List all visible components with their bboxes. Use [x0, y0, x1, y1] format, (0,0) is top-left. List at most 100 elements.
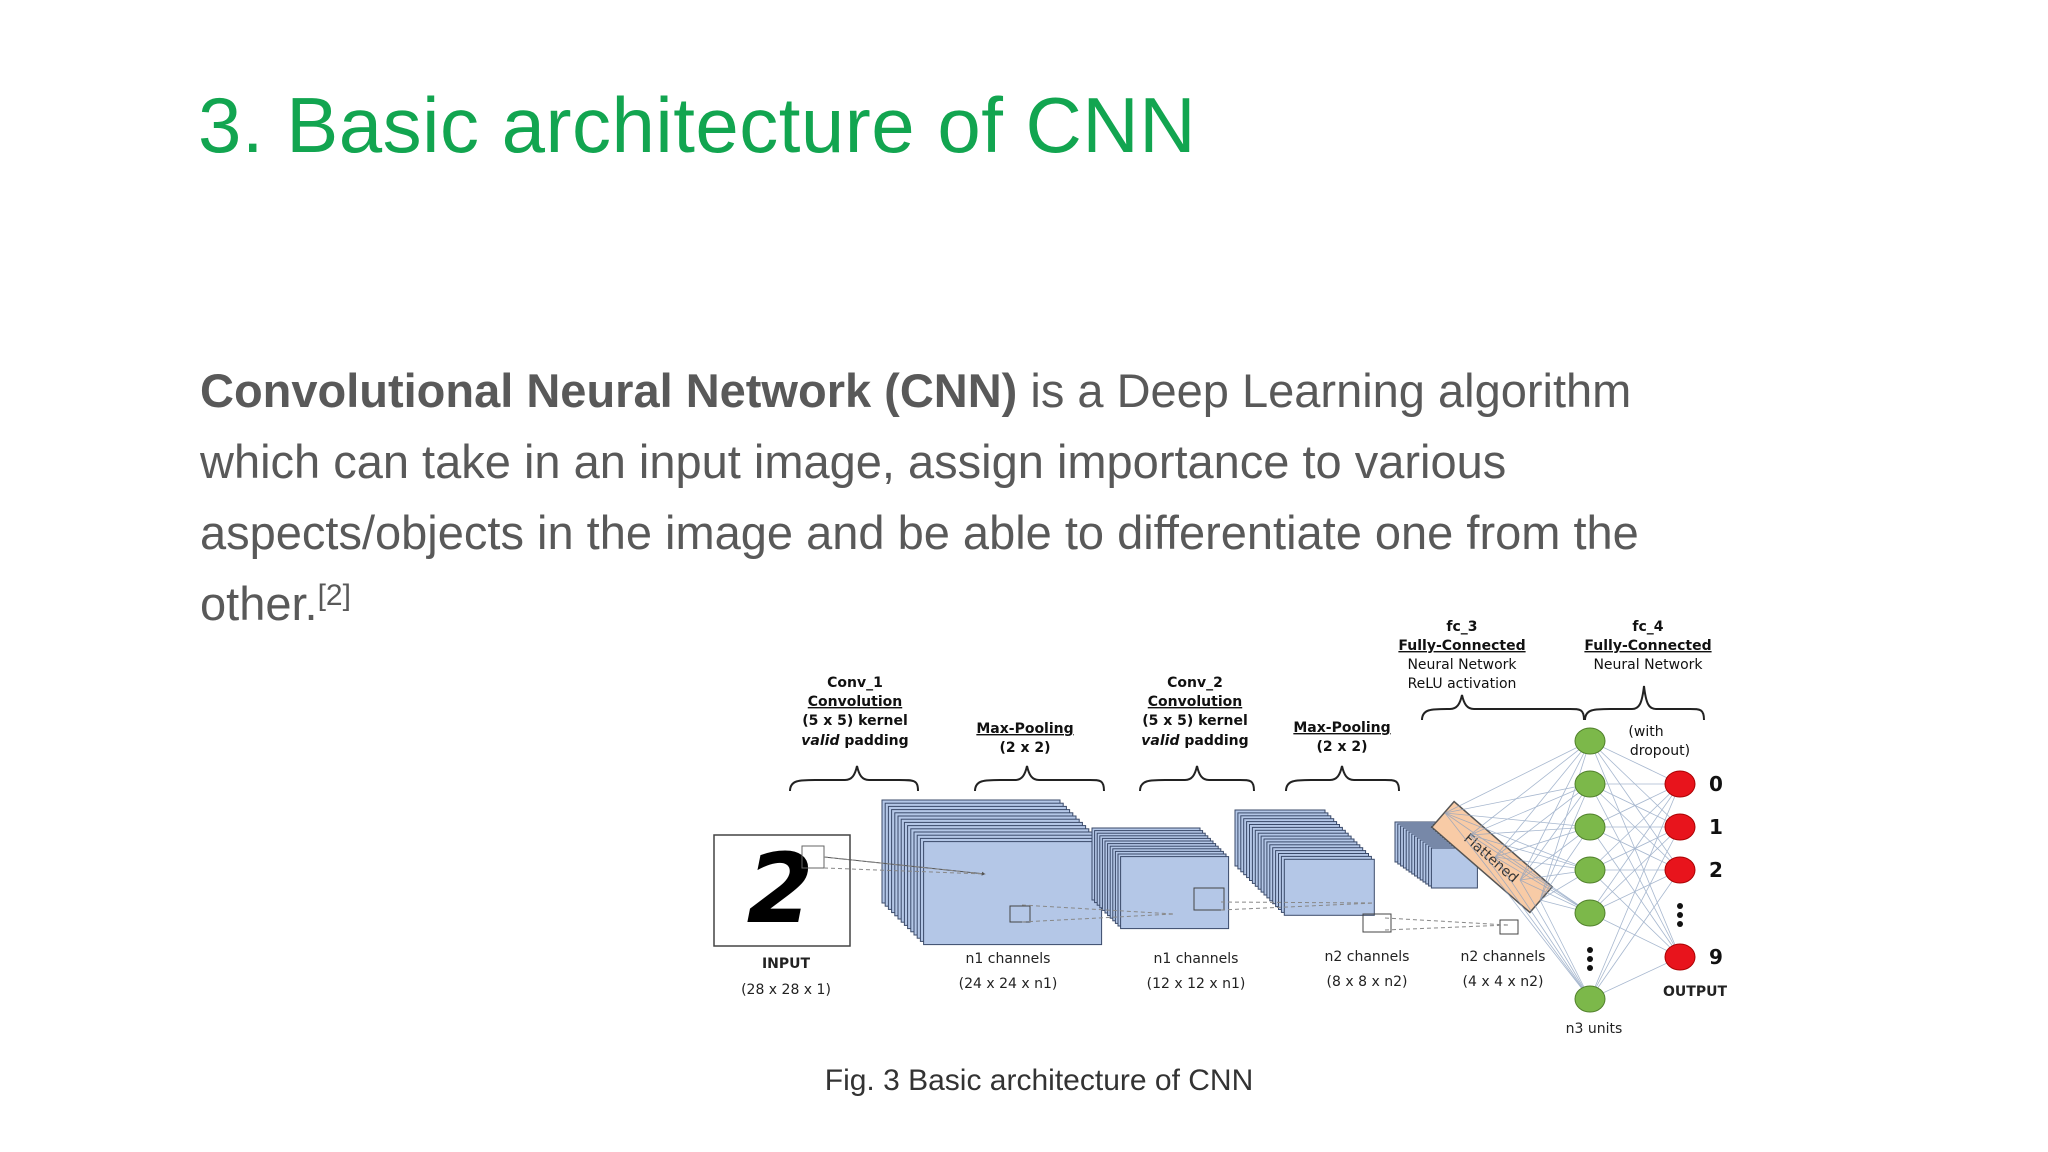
fc3-desc: Neural Network: [1407, 657, 1517, 673]
connection-line: [1589, 783, 1681, 914]
connection-line: [1444, 812, 1591, 828]
brace-pool2: [1285, 765, 1400, 792]
hidden-unit: [1574, 770, 1606, 798]
stage3-channels: n2 channels: [1325, 949, 1410, 965]
conv2-padding: valid padding: [1141, 733, 1248, 749]
connection-line: [1589, 869, 1681, 1000]
stage4-dims: (4 x 4 x n2): [1463, 974, 1544, 990]
connection-line: [1494, 826, 1591, 858]
hidden-units-label: n3 units: [1566, 1021, 1623, 1037]
brace-pool1: [974, 765, 1105, 792]
connection-line: [1444, 812, 1591, 1000]
input-dims: (28 x 28 x 1): [741, 982, 831, 998]
stage4-channels: n2 channels: [1461, 949, 1546, 965]
output-class-label: 1: [1709, 815, 1723, 839]
fc3-activation: ReLU activation: [1408, 676, 1517, 692]
kernel-box: [1362, 913, 1392, 933]
connection-line: [1444, 783, 1591, 814]
dense-connections: [1444, 740, 1681, 1000]
figure-caption: Fig. 3 Basic architecture of CNN: [824, 1064, 1254, 1097]
conv2-label: Conv_2: [1167, 675, 1223, 691]
connection-line: [1539, 783, 1591, 901]
connection-line: [1469, 740, 1591, 836]
paragraph-rest: is a Deep Learning algorithm which can t…: [200, 364, 1639, 630]
brace-conv1: [789, 765, 919, 792]
hidden-unit: [1574, 856, 1606, 884]
connection-line: [1519, 879, 1591, 1000]
hidden-ellipsis: [1587, 947, 1593, 971]
connection-line: [1469, 783, 1591, 836]
output-ellipsis: [1677, 903, 1683, 927]
input-digit: 2: [747, 833, 814, 945]
kernel-box: [1009, 905, 1031, 923]
stage1-channels: n1 channels: [966, 951, 1051, 967]
conv2-kernel: (5 x 5) kernel: [1142, 713, 1248, 729]
output-unit: [1664, 943, 1696, 971]
fc3-label: fc_3: [1446, 619, 1477, 635]
connection-line: [1444, 812, 1591, 914]
conv2-feature-maps: [1234, 809, 1375, 916]
output-label: OUTPUT: [1663, 984, 1727, 1000]
brace-fc4: [1584, 685, 1705, 721]
kernel-box: [1193, 887, 1225, 911]
connection-line: [1469, 826, 1591, 836]
connection-line: [1589, 956, 1681, 1000]
connection-line: [1494, 783, 1591, 858]
conv1-feature-maps: [823, 799, 1103, 946]
pool2-label: Max-Pooling: [1293, 720, 1390, 736]
pool1-feature-maps: [1091, 827, 1230, 930]
connection-line: [1539, 899, 1591, 1000]
output-unit: [1664, 770, 1696, 798]
input-label: INPUT: [762, 956, 811, 972]
stage2-dims: (12 x 12 x n1): [1147, 976, 1246, 992]
pool1-map: [1120, 856, 1230, 930]
bold-term: Convolutional Neural Network (CNN): [200, 364, 1018, 417]
hidden-unit: [1574, 727, 1606, 755]
body-paragraph: Convolutional Neural Network (CNN) is a …: [200, 355, 1760, 639]
pool2-map: [1430, 847, 1478, 889]
stage2-channels: n1 channels: [1154, 951, 1239, 967]
output-class-label: 0: [1709, 772, 1723, 796]
kernel-box: [1499, 919, 1519, 935]
connection-line: [1589, 826, 1681, 914]
conv2-map: [1283, 858, 1375, 916]
hidden-unit: [1574, 813, 1606, 841]
projection-lines: [823, 856, 1509, 931]
stage1-dims: (24 x 24 x n1): [959, 976, 1058, 992]
pool2-size: (2 x 2): [1316, 739, 1367, 755]
connection-line: [1469, 834, 1591, 871]
output-class-label: 2: [1709, 858, 1723, 882]
connection-line: [1494, 856, 1591, 871]
conv2-type: Convolution: [1148, 694, 1242, 710]
connection-line: [1494, 856, 1591, 1000]
connection-line: [1519, 740, 1591, 881]
hidden-unit: [1574, 899, 1606, 927]
connection-line: [1469, 834, 1591, 1000]
connection-line: [1494, 856, 1591, 914]
connection-line: [1589, 740, 1681, 785]
dropout-line1: (with: [1628, 724, 1663, 740]
pool1-label: Max-Pooling: [976, 721, 1073, 737]
pool1-size: (2 x 2): [999, 740, 1050, 756]
output-unit: [1664, 813, 1696, 841]
connection-line: [1589, 783, 1681, 871]
slide-title: 3. Basic architecture of CNN: [198, 81, 1197, 169]
fc3-type: Fully-Connected: [1398, 638, 1525, 654]
conv1-kernel: (5 x 5) kernel: [802, 713, 908, 729]
connection-line: [1589, 783, 1681, 1000]
connection-line: [1444, 740, 1591, 814]
connection-line: [1539, 826, 1591, 901]
connection-line: [1519, 783, 1591, 881]
stage3-dims: (8 x 8 x n2): [1327, 974, 1408, 990]
braces: [789, 685, 1705, 792]
connection-line: [1589, 826, 1681, 1000]
connection-line: [1444, 812, 1591, 871]
input-image: 2: [713, 833, 851, 947]
conv1-map: [923, 841, 1103, 946]
conv1-label: Conv_1: [827, 675, 883, 691]
connection-line: [1469, 834, 1591, 914]
conv1-padding: valid padding: [801, 733, 908, 749]
connection-line: [1494, 740, 1591, 858]
